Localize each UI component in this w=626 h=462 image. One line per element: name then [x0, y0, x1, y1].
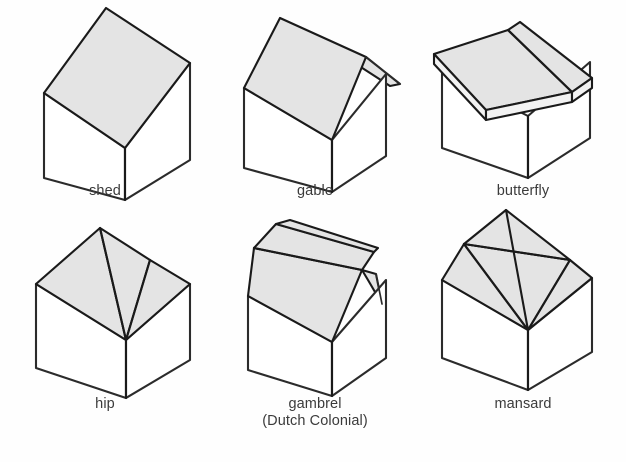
- hip-ridge-line: [98, 226, 128, 342]
- gable-drawing: [242, 16, 402, 194]
- butterfly-valley-edge: [506, 28, 574, 94]
- shed-roof-plane: [42, 6, 192, 150]
- diagram-cell-butterfly: butterfly: [420, 0, 626, 218]
- diagram-cell-mansard: mansard: [420, 208, 626, 462]
- caption-mansard: mansard: [420, 396, 626, 413]
- butterfly-right-fascia: [570, 76, 594, 104]
- mansard-drawing: [440, 208, 594, 392]
- caption-shed-text: shed: [89, 183, 121, 199]
- caption-gambrel: gambrel (Dutch Colonial): [210, 396, 420, 430]
- caption-gable: gable: [210, 183, 420, 200]
- diagram-cell-gambrel: gambrel (Dutch Colonial): [210, 218, 420, 462]
- gambrel-ridge-cap: [274, 218, 380, 254]
- caption-hip-text: hip: [95, 396, 115, 412]
- caption-shed: shed: [0, 183, 210, 200]
- shed-drawing: [42, 6, 192, 202]
- caption-mansard-text: mansard: [494, 396, 552, 412]
- caption-gable-text: gable: [297, 183, 333, 199]
- mansard-upper-hip: [504, 208, 530, 332]
- diagram-cell-shed: shed: [0, 0, 210, 218]
- diagram-cell-gable: gable: [210, 0, 420, 218]
- mansard-break-line: [462, 242, 572, 262]
- diagram-cell-hip: hip: [0, 218, 210, 462]
- caption-hip: hip: [0, 396, 210, 413]
- caption-butterfly: butterfly: [420, 183, 626, 200]
- gambrel-rake-edge: [375, 273, 383, 305]
- caption-gambrel-text: gambrel: [288, 396, 342, 412]
- gambrel-break-line: [252, 246, 364, 272]
- gable-ridge-extension-edge: [365, 56, 401, 85]
- mansard-hip-right: [526, 258, 572, 332]
- hip-drawing: [34, 226, 192, 400]
- gambrel-drawing: [246, 218, 388, 398]
- caption-gambrel-subtext: (Dutch Colonial): [262, 413, 368, 429]
- hip-hip-line: [124, 258, 152, 342]
- caption-butterfly-text: butterfly: [496, 183, 550, 199]
- butterfly-drawing: [432, 20, 594, 180]
- mansard-hip-left: [462, 242, 530, 332]
